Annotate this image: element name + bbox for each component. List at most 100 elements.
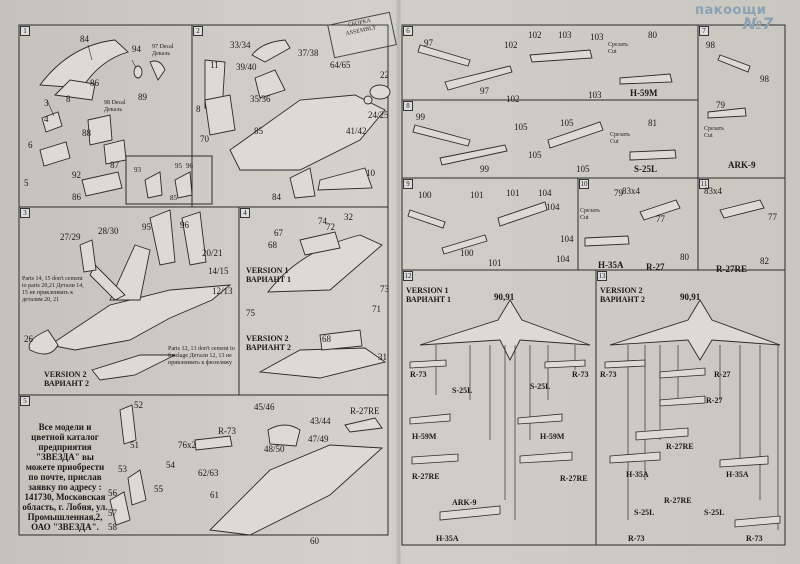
part-label: 77 bbox=[656, 214, 665, 224]
weapon-label: R-73 bbox=[218, 426, 236, 436]
fuselage-drawing bbox=[204, 39, 391, 199]
part-label: 104 bbox=[546, 202, 560, 212]
weapon-label: S-25L bbox=[452, 386, 473, 395]
part-label: 4 bbox=[44, 114, 49, 124]
part-label: 83x4 bbox=[704, 186, 722, 196]
part-label: 101 bbox=[506, 188, 520, 198]
part-label: 5 bbox=[24, 178, 29, 188]
part-label: 60 bbox=[310, 536, 319, 546]
part-label: 51 bbox=[130, 440, 139, 450]
part-label: 90,91 bbox=[494, 292, 515, 302]
step-11: 11 bbox=[699, 179, 709, 189]
part-label: 26 bbox=[24, 334, 33, 344]
variant-label: ВАРИАНТ 2 bbox=[246, 343, 292, 352]
variant-label: ВАРИАНТ 2 bbox=[44, 379, 90, 388]
part-label: 39/40 bbox=[236, 62, 257, 72]
part-label: 105 bbox=[514, 122, 528, 132]
part-label: 79 bbox=[614, 188, 623, 198]
step-13: 13 bbox=[597, 271, 607, 281]
step-9: 9 bbox=[403, 179, 413, 189]
cockpit-drawing bbox=[39, 39, 193, 199]
part-label: 87 bbox=[110, 160, 119, 170]
part-label: 101 bbox=[470, 190, 484, 200]
weapon-label: S-25L bbox=[530, 382, 551, 391]
part-label: 8 bbox=[196, 104, 201, 114]
part-label: 93 bbox=[134, 166, 141, 174]
part-label: 84 bbox=[272, 192, 281, 202]
step-7: 7 bbox=[699, 26, 709, 36]
part-label: 14/15 bbox=[208, 266, 229, 276]
part-label: 99 bbox=[480, 164, 489, 174]
part-label: 68 bbox=[322, 334, 331, 344]
part-label: 67 bbox=[274, 228, 283, 238]
part-label: 64/65 bbox=[330, 60, 351, 70]
part-label: 104 bbox=[538, 188, 552, 198]
part-label: 57 bbox=[108, 508, 117, 518]
part-label: 96 bbox=[186, 162, 193, 170]
weapon-label: S-25L bbox=[634, 508, 655, 517]
part-label: 102 bbox=[504, 40, 518, 50]
part-label: 96 bbox=[180, 220, 189, 230]
part-label: 85 bbox=[254, 126, 263, 136]
part-label: 33/34 bbox=[230, 40, 251, 50]
step-8: 8 bbox=[403, 101, 413, 111]
watermark-logo: пакоощи bbox=[695, 3, 767, 18]
weapon-label: R-73 bbox=[410, 370, 427, 379]
part-label: 52 bbox=[134, 400, 143, 410]
weapon-label: R-27 bbox=[706, 396, 723, 405]
version-label: VERSION 1 bbox=[406, 286, 449, 295]
nose-drawing bbox=[258, 231, 387, 379]
part-label: 27/29 bbox=[60, 232, 81, 242]
part-label: 53 bbox=[118, 464, 127, 474]
variant-label: ВАРИАНТ 1 bbox=[406, 295, 452, 304]
part-label: 80 bbox=[648, 30, 657, 40]
weapon-label: ARK-9 bbox=[452, 498, 477, 507]
weapon-label: R-27 bbox=[714, 370, 731, 379]
step-1: 1 bbox=[20, 26, 30, 36]
part-label: 84 bbox=[80, 34, 89, 44]
part-label: 83x4 bbox=[622, 186, 640, 196]
part-label: 72 bbox=[326, 222, 335, 232]
part-label: 92 bbox=[72, 170, 81, 180]
part-label: 85 bbox=[170, 194, 177, 202]
weapon-label: H-59M bbox=[412, 432, 437, 441]
decal-note: 98 Decal Декаль bbox=[104, 100, 126, 113]
part-label: 80 bbox=[680, 252, 689, 262]
weapon-label: ARK-9 bbox=[728, 160, 756, 170]
part-label: 55 bbox=[154, 484, 163, 494]
step-3: 3 bbox=[20, 208, 30, 218]
part-label: 45/46 bbox=[254, 402, 275, 412]
weapon-label: R-27RE bbox=[716, 264, 747, 274]
part-label: 97 bbox=[480, 86, 489, 96]
weapon-label: H-59M bbox=[630, 88, 658, 98]
weapon-label: R-27RE bbox=[560, 474, 588, 483]
step-5: 5 bbox=[20, 396, 30, 406]
airframe-drawing bbox=[28, 209, 232, 381]
part-label: 8 bbox=[66, 94, 71, 104]
part-label: 37/38 bbox=[298, 48, 319, 58]
step-2: 2 bbox=[193, 26, 203, 36]
part-label: 62/63 bbox=[198, 468, 219, 478]
part-label: 41/42 bbox=[346, 126, 367, 136]
part-label: 47/49 bbox=[308, 434, 329, 444]
part-label: 77 bbox=[768, 212, 777, 222]
weapon-label: H-35A bbox=[436, 534, 459, 543]
weapon-label: R-27RE bbox=[412, 472, 440, 481]
part-label: 11 bbox=[210, 60, 219, 70]
part-label: 105 bbox=[528, 150, 542, 160]
part-label: 90,91 bbox=[680, 292, 701, 302]
weapon-label: H-35A bbox=[726, 470, 749, 479]
assembly-note: Parts 12, 13 don't cement to fuselage Де… bbox=[168, 346, 235, 366]
part-label: 3 bbox=[44, 98, 49, 108]
part-label: 54 bbox=[166, 460, 175, 470]
step-12: 12 bbox=[403, 271, 413, 281]
step-4: 4 bbox=[240, 208, 250, 218]
part-label: 61 bbox=[210, 490, 219, 500]
part-label: 75 bbox=[246, 308, 255, 318]
part-label: 22 bbox=[380, 70, 389, 80]
weapon-label: S-25L bbox=[704, 508, 725, 517]
part-label: 99 bbox=[416, 112, 425, 122]
part-label: 81 bbox=[648, 118, 657, 128]
step-10: 10 bbox=[579, 179, 589, 189]
